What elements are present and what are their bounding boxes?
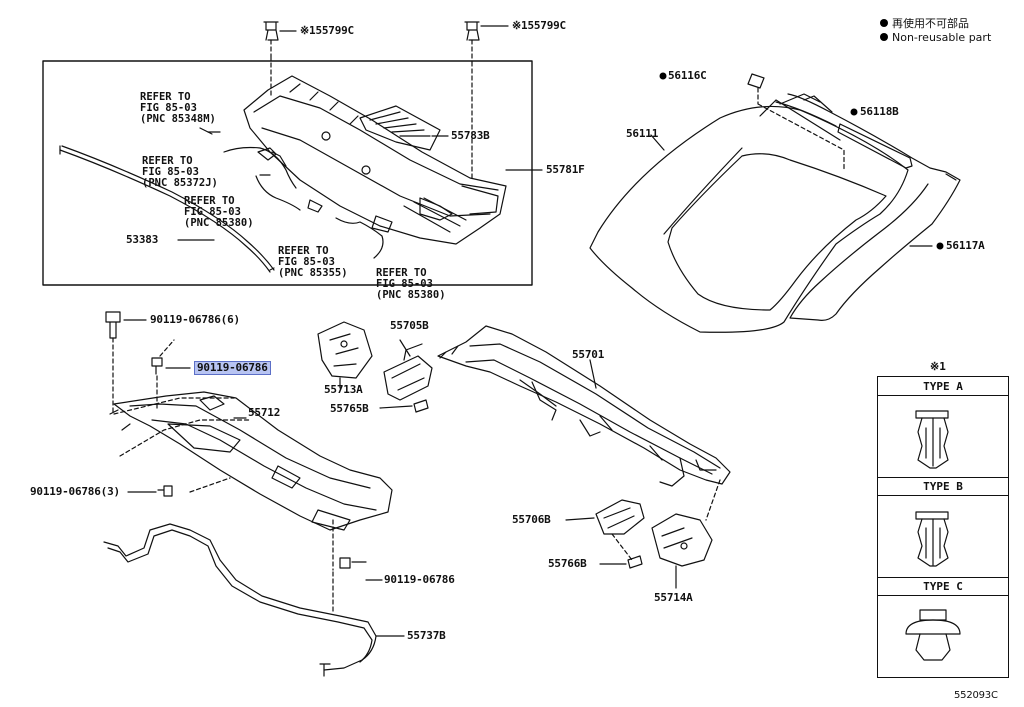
part-56118B: 56118B [860, 105, 899, 118]
dot-icon [880, 33, 888, 41]
part-55706B: 55706B [512, 513, 551, 526]
part-90119-06786-bottom: 90119-06786 [384, 573, 455, 586]
type-divider [878, 595, 1008, 596]
type-b-label: TYPE B [923, 480, 963, 493]
bracket-55713A [317, 321, 373, 379]
hose-55737B [103, 523, 377, 677]
bolt-bottom [332, 519, 367, 613]
part-90119-06786-highlight: 90119-06786 [194, 361, 271, 375]
part-56117A: 56117A [946, 239, 985, 252]
type-divider [878, 395, 1008, 396]
part-55712: 55712 [248, 406, 281, 419]
part-55783B: 55783B [451, 129, 490, 142]
bolt-hl [151, 339, 175, 411]
legend-line-en: Non-reusable part [880, 31, 991, 45]
legend-line-jp: 再使用不可部品 [880, 17, 991, 31]
gasket-56117A [775, 93, 961, 321]
dot-icon [880, 19, 888, 27]
part-55766B: 55766B [548, 557, 587, 570]
part-56116C: 56116C [668, 69, 707, 82]
part-53383: 53383 [126, 233, 159, 246]
bracket-55714A [651, 513, 713, 567]
clip-55766B [627, 555, 643, 569]
diagram-code: 552093C [954, 690, 998, 701]
type-divider [878, 577, 1008, 578]
part-55781F: 55781F [546, 163, 585, 176]
part-55705B: 55705B [390, 319, 429, 332]
type-b-clip-drawing [915, 511, 949, 567]
molding-56116C [747, 73, 845, 171]
legend: 再使用不可部品 Non-reusable part [880, 17, 991, 45]
type-a-clip-drawing [915, 410, 949, 469]
clip-55765B [413, 399, 429, 413]
type-divider [878, 477, 1008, 478]
molding-56118B [779, 93, 913, 169]
part-55714A: 55714A [654, 591, 693, 604]
part-55701: 55701 [572, 348, 605, 361]
part-55737B: 55737B [407, 629, 446, 642]
bracket-55706B [595, 499, 645, 535]
windshield-glass [589, 99, 909, 333]
seal-53383 [59, 145, 275, 273]
part-56111: 56111 [626, 127, 659, 140]
clip-left [263, 21, 279, 57]
clip-label-left[interactable]: ※155799C [300, 24, 354, 37]
bracket-55705B [383, 343, 433, 401]
part-55765B: 55765B [330, 402, 369, 415]
clip-label-right[interactable]: ※155799C [512, 19, 566, 32]
type-a-label: TYPE A [923, 380, 963, 393]
clip-type-table: TYPE A TYPE B TYPE C [877, 376, 1009, 678]
bolt-left [157, 485, 173, 497]
type-c-clip-drawing [905, 609, 961, 661]
type-table-mark: ※1 [930, 360, 946, 373]
clip-right [464, 21, 480, 63]
type-divider [878, 495, 1008, 496]
part-90119-06786-3: 90119-06786(3) [30, 485, 120, 498]
part-55713A: 55713A [324, 383, 363, 396]
bolt-upper [105, 311, 121, 415]
part-90119-06786-6: 90119-06786(6) [150, 313, 240, 326]
hoses [199, 127, 393, 259]
cowl-bracket-55701 [437, 325, 731, 487]
cowl-inset-frame [42, 60, 533, 286]
type-c-label: TYPE C [923, 580, 963, 593]
cowl-louver [359, 105, 441, 151]
cowl-top-panel [243, 75, 507, 245]
